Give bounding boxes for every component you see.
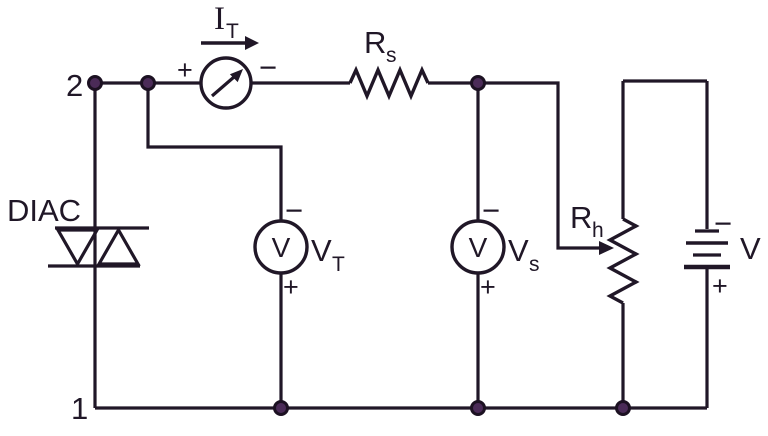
rheostat-rh-label: R — [570, 200, 592, 235]
current-it-subscript: T — [226, 20, 239, 43]
voltmeter-vs-subscript: s — [529, 253, 540, 276]
junction-dot — [140, 75, 156, 91]
voltmeter-vs-plus-sign: + — [480, 272, 496, 302]
junction-dot — [87, 75, 103, 91]
voltmeter-vt-subscript: T — [332, 253, 345, 276]
voltmeter-vt-body — [253, 219, 309, 275]
resistor-rs-label: R — [364, 25, 386, 60]
ammeter-plus-sign: + — [177, 55, 193, 85]
diac-right-triangle — [96, 226, 141, 266]
wire-to-rheostat-wiper — [428, 81, 600, 250]
wire-vt-top — [146, 83, 283, 222]
terminal-2-label: 2 — [66, 68, 83, 103]
voltmeter-vt-label: V — [311, 233, 332, 268]
resistor-rs-subscript: s — [386, 44, 397, 67]
voltmeter-vs-label: V — [508, 233, 529, 268]
meter-needle-icon — [210, 69, 243, 98]
battery-plus-sign: + — [712, 271, 728, 301]
current-direction-arrow-icon — [201, 36, 259, 50]
voltmeter-vs-body — [450, 219, 506, 275]
current-it-label: I — [214, 1, 225, 37]
voltmeter-vs: V — [450, 219, 506, 275]
rheostat-rh-subscript: h — [592, 219, 604, 242]
diac-label: DIAC — [7, 193, 81, 228]
battery-v-label: V — [740, 231, 761, 266]
junction-dot — [470, 400, 486, 416]
rheostat-rh-zigzag — [606, 217, 640, 305]
voltmeter-vs-minus-sign: − — [482, 193, 500, 228]
voltmeter-vs-glyph: V — [469, 232, 488, 263]
resistor-rs-zigzag — [348, 65, 430, 101]
diac-symbol — [48, 226, 149, 268]
battery-minus-sign: − — [714, 206, 732, 241]
voltmeter-vt-glyph: V — [272, 232, 291, 263]
ammeter — [199, 56, 253, 110]
ammeter-minus-sign: − — [259, 50, 277, 85]
voltmeter-vt-minus-sign: − — [285, 193, 303, 228]
junction-dot — [615, 400, 631, 416]
battery-symbol — [684, 229, 730, 270]
wires — [93, 65, 709, 410]
junction-dot — [470, 75, 486, 91]
voltmeter-vt: V — [253, 219, 309, 275]
diac-left-triangle — [55, 228, 100, 268]
voltmeter-vt-plus-sign: + — [283, 272, 299, 302]
junction-dot — [273, 400, 289, 416]
junction-dots — [87, 75, 631, 416]
terminal-1-label: 1 — [71, 391, 88, 426]
rheostat-wiper-arrow-icon — [599, 241, 614, 255]
